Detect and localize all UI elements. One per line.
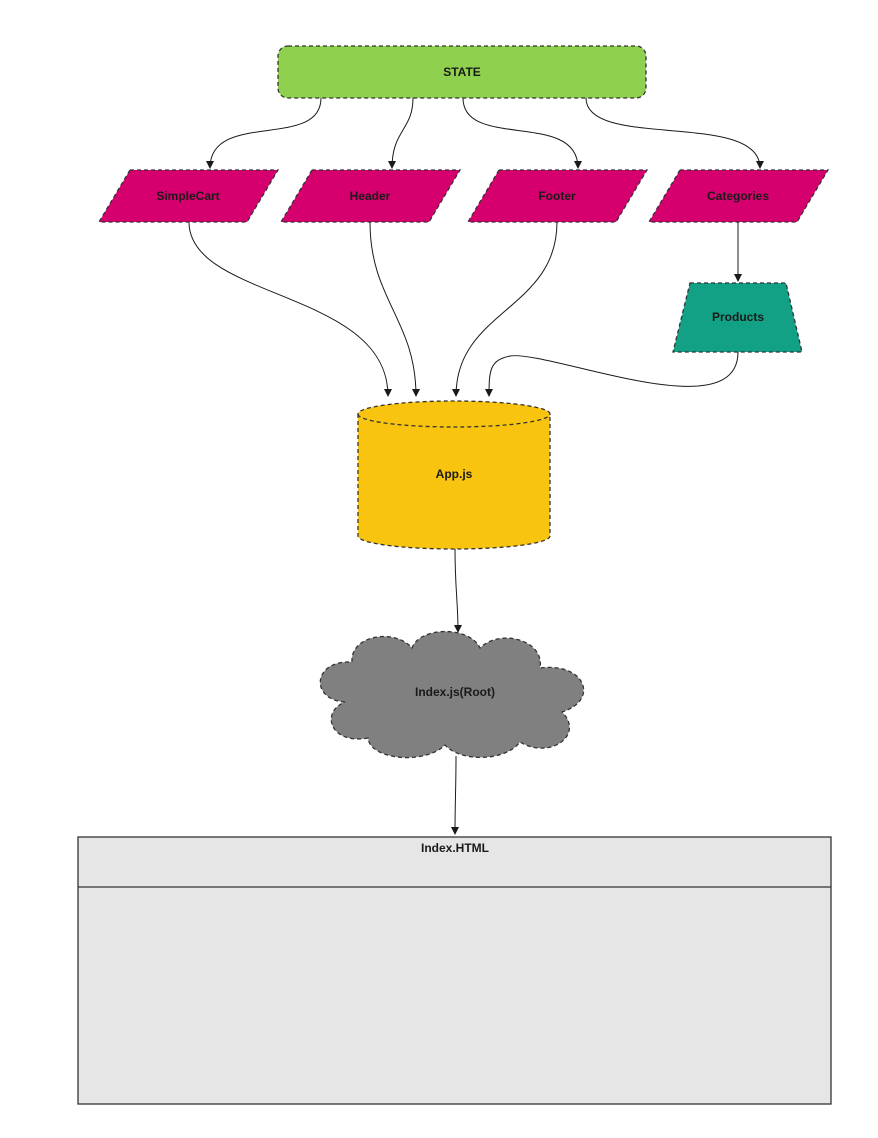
indexhtml-shape <box>77 836 832 1105</box>
node-header: Header <box>279 169 462 223</box>
node-appjs: App.js <box>357 400 551 550</box>
node-products: Products <box>672 282 803 353</box>
appjs-label: App.js <box>436 467 473 481</box>
edge-state-categories <box>585 97 764 169</box>
products-shape <box>672 282 803 353</box>
edge-state-footer <box>462 97 582 169</box>
footer-label: Footer <box>538 189 576 203</box>
edge-state-header <box>388 97 414 169</box>
edge-footer-appjs <box>452 221 558 397</box>
edge-state-simplecart <box>206 97 322 169</box>
footer-shape <box>466 169 649 223</box>
indexjs-label: Index.js(Root) <box>415 685 495 699</box>
header-shape <box>279 169 462 223</box>
state-shape <box>277 45 647 99</box>
categories-shape <box>647 169 830 223</box>
node-indexhtml: Index.HTML <box>77 836 832 1105</box>
edge-appjs-indexjs <box>453 547 462 633</box>
indexjs-shape <box>319 630 585 759</box>
simplecart-shape <box>97 169 280 223</box>
categories-label: Categories <box>707 189 769 203</box>
appjs-shape <box>357 400 551 550</box>
indexhtml-label: Index.HTML <box>421 841 489 855</box>
simplecart-label: SimpleCart <box>156 189 219 203</box>
appjs-top-rim <box>357 413 551 428</box>
node-state: STATE <box>277 45 647 99</box>
edge-header-appjs <box>369 221 420 397</box>
node-footer: Footer <box>466 169 649 223</box>
edge-indexjs-indexhtml <box>451 755 460 835</box>
edge-products-appjs <box>485 351 739 397</box>
header-label: Header <box>350 189 391 203</box>
node-simplecart: SimpleCart <box>97 169 280 223</box>
edge-simplecart-appjs <box>188 221 392 397</box>
node-categories: Categories <box>647 169 830 223</box>
node-indexjs: Index.js(Root) <box>319 630 585 759</box>
products-label: Products <box>712 310 764 324</box>
state-label: STATE <box>443 65 481 79</box>
edges <box>188 97 764 835</box>
